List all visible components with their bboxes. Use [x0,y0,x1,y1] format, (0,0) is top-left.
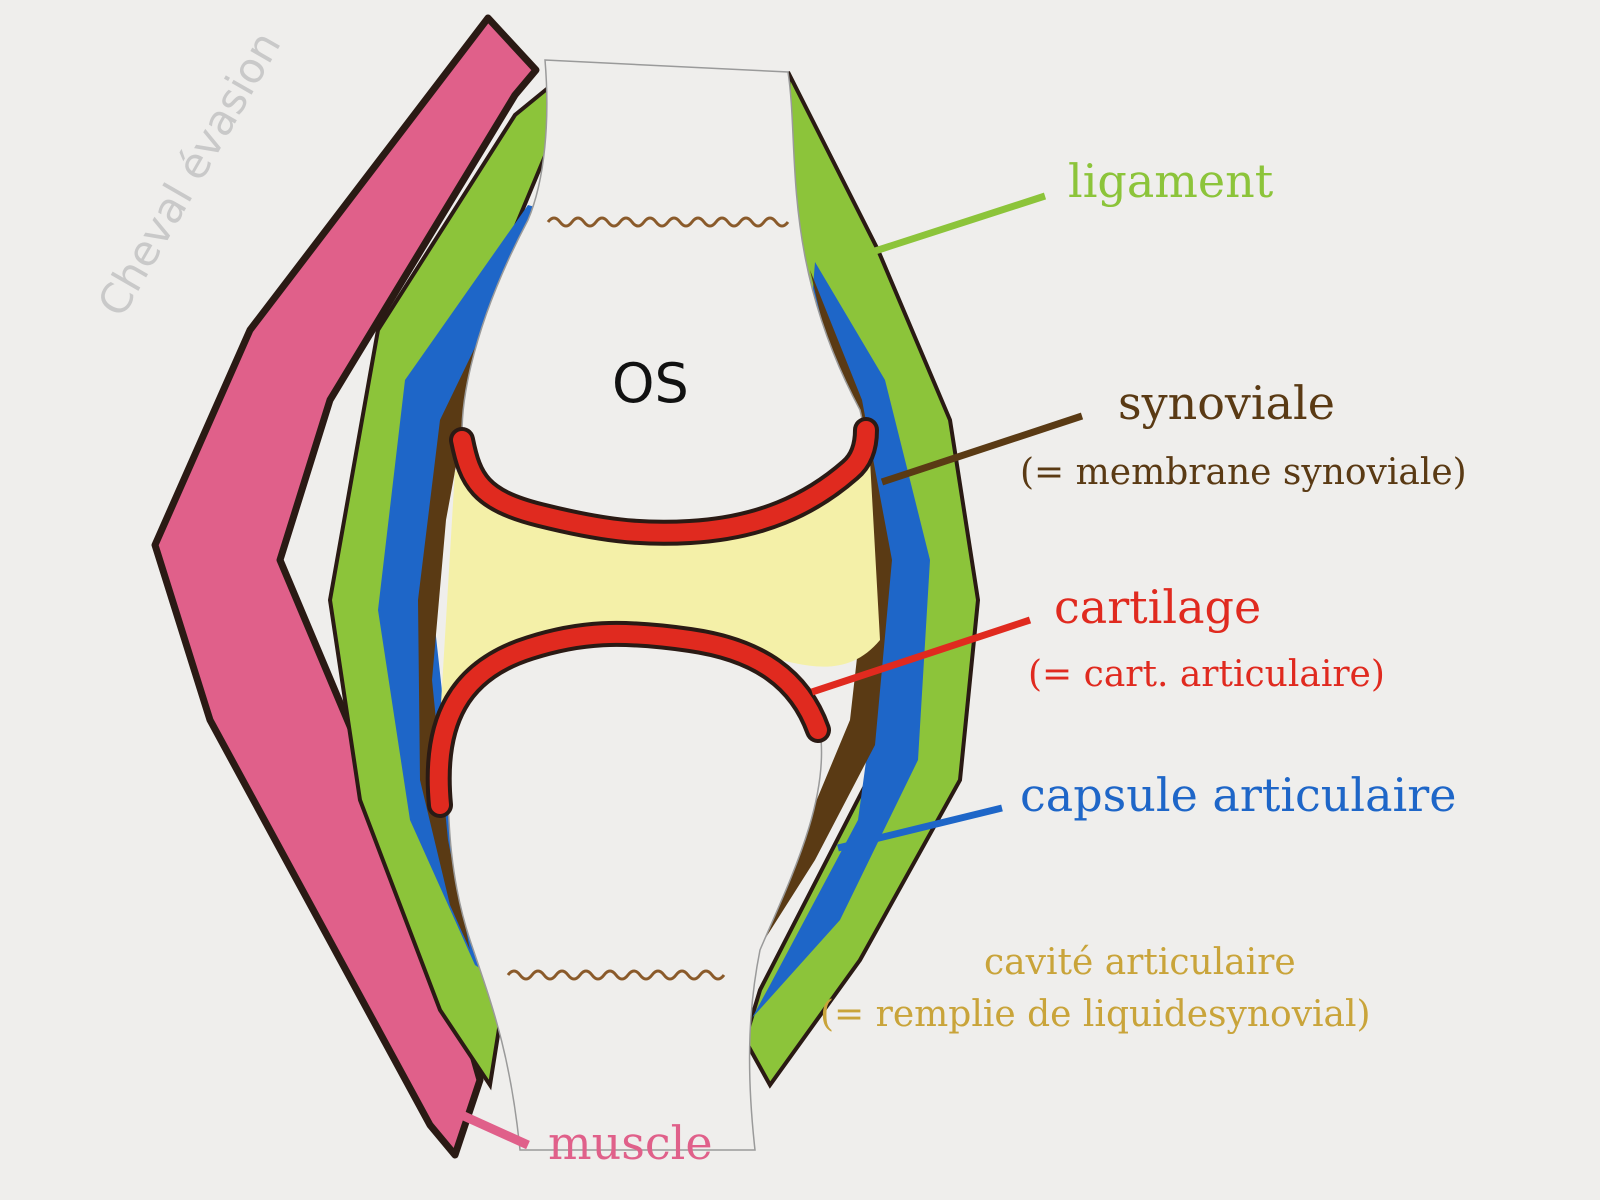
right-capsule [752,262,930,1018]
upper-growth-line [546,216,790,228]
lower-growth-line [506,969,726,981]
left-synovial [418,250,522,950]
capsule-label: capsule articulaire [1020,768,1457,822]
muscle-label: muscle [548,1116,713,1170]
ligament-label: ligament [1068,154,1274,208]
cartilage-label: cartilage [1054,580,1262,634]
lower-cartilage-fill [429,624,827,814]
muscle-shape [151,14,540,1159]
cartilage-leader [810,616,1032,696]
muscle-leader [453,1107,530,1150]
cartilage-sub-label: (= cart. articulaire) [1028,654,1385,695]
upper-cartilage-fill [453,421,875,542]
cavity-sub-label: (= remplie de liquidesynovial) [820,994,1371,1035]
synovial-label: synoviale [1118,376,1335,430]
left-capsule [378,205,545,985]
synovial-leader [880,412,1084,486]
ligament-leader [870,192,1047,256]
cavity-label: cavité articulaire [984,942,1296,983]
synovial-sub-label: (= membrane synoviale) [1020,452,1467,493]
bone-label: OS [612,352,689,415]
capsule-leader [837,804,1003,852]
